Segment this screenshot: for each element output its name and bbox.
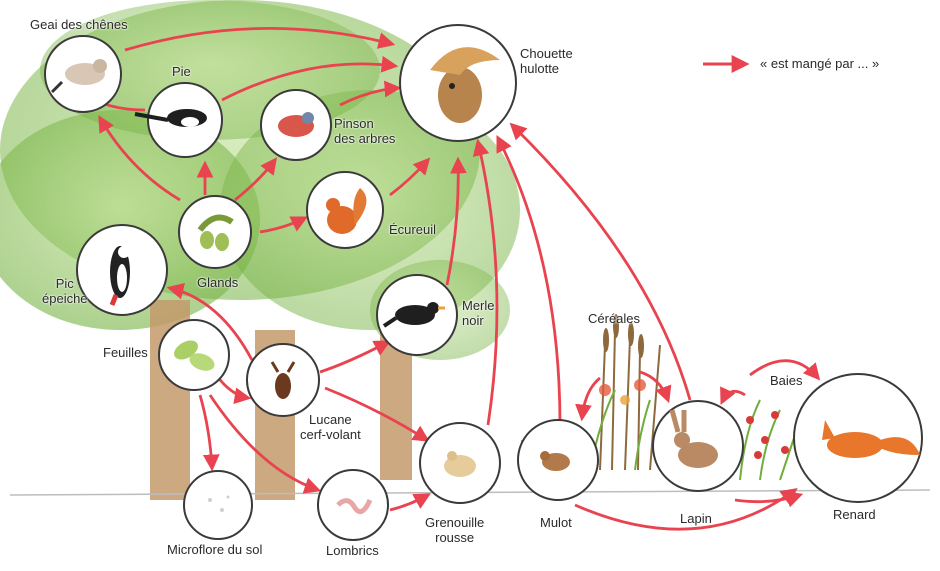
- label-microflore: Microflore du sol: [167, 542, 262, 557]
- label-mulot: Mulot: [540, 515, 572, 530]
- label-lombrics: Lombrics: [326, 543, 379, 558]
- legend-label: « est mangé par ... »: [760, 56, 879, 71]
- arrow-lucane-merle: [320, 342, 388, 372]
- label-renard: Renard: [833, 507, 876, 522]
- berry-bush: [740, 400, 800, 480]
- label-pinson: Pinson des arbres: [334, 116, 395, 146]
- label-pie: Pie: [172, 64, 191, 79]
- label-glands: Glands: [197, 275, 238, 290]
- arrow-lapin-chouette: [512, 125, 690, 400]
- label-lucane: Lucane cerf-volant: [300, 412, 361, 442]
- arrow-baies-lapin: [722, 391, 745, 402]
- arrow-lombrics-grenouille: [390, 495, 428, 510]
- circle-microflore: [184, 471, 252, 539]
- arrow-feuilles-microflore: [200, 395, 212, 468]
- label-chouette: Chouette hulotte: [520, 46, 573, 76]
- circle-glands: [179, 196, 251, 268]
- label-merle: Merle noir: [462, 298, 495, 328]
- label-feuilles: Feuilles: [103, 345, 148, 360]
- label-ecureuil: Écureuil: [389, 222, 436, 237]
- label-pic: Pic épeiche: [42, 276, 88, 306]
- arrow-lapin-renard: [735, 495, 800, 502]
- label-lapin: Lapin: [680, 511, 712, 526]
- label-grenouille: Grenouille rousse: [425, 515, 484, 545]
- label-geai: Geai des chênes: [30, 17, 128, 32]
- cereal-plants: [590, 314, 660, 470]
- label-cereales: Céréales: [588, 311, 640, 326]
- label-baies: Baies: [770, 373, 803, 388]
- arrow-cereales-mulot: [582, 378, 600, 418]
